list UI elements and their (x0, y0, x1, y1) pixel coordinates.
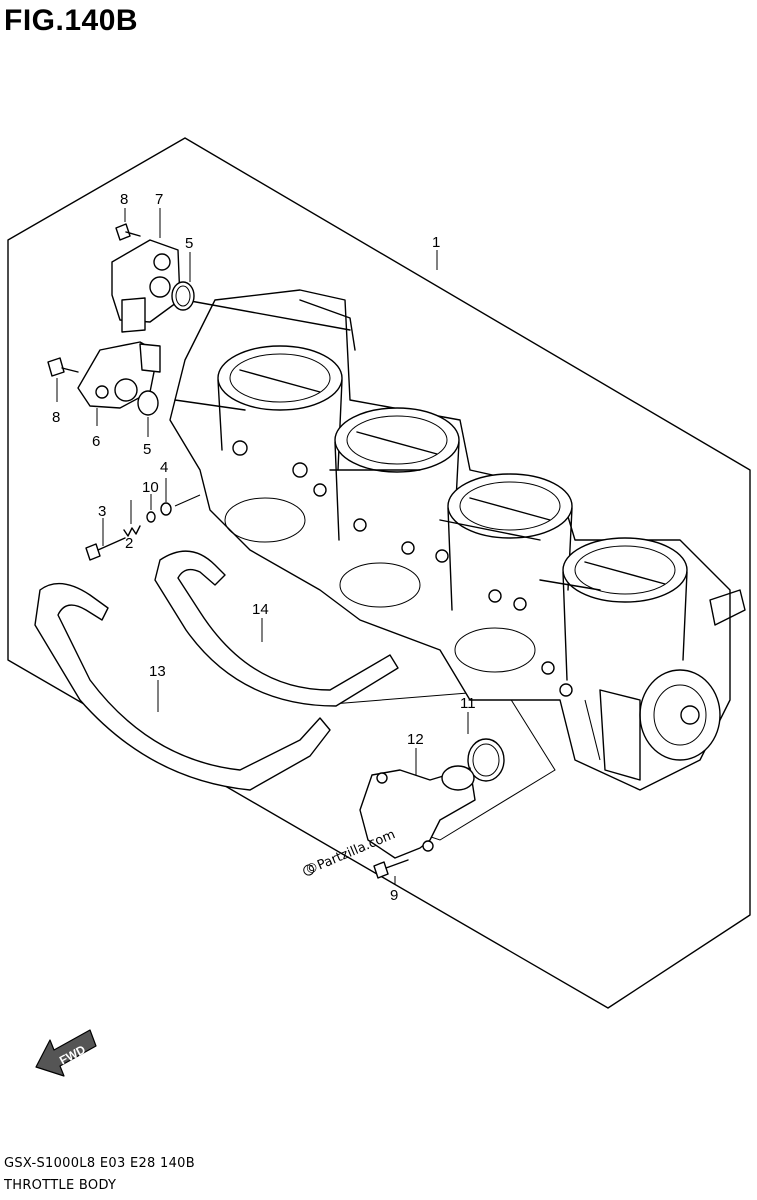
part-14-hose (154, 550, 399, 707)
part-3-screw (85, 537, 126, 561)
part-6-sensor (77, 341, 161, 409)
callout-4: 4 (160, 459, 168, 476)
assembly-frame (7, 137, 751, 1009)
throttle-body (169, 289, 746, 791)
callout-3: 3 (98, 503, 106, 520)
callout-12: 12 (407, 731, 424, 748)
part-8-bolt-upper (115, 223, 141, 241)
callout-5-lower: 5 (143, 441, 151, 458)
callout-8-lower: 8 (52, 409, 60, 426)
callout-8-upper: 8 (120, 191, 128, 208)
figure-title: FIG.140B (4, 4, 139, 37)
bore-3 (447, 473, 573, 611)
part-12-idle-valve (359, 765, 476, 859)
copyright-icon (303, 864, 315, 876)
watermark-symbol: © (303, 860, 321, 879)
part-4-washer (160, 502, 172, 516)
callout-11: 11 (460, 695, 476, 712)
callout-7: 7 (155, 191, 163, 208)
callout-6: 6 (92, 433, 100, 450)
callout-2: 2 (125, 535, 133, 552)
part-10-washer (146, 511, 156, 523)
part-11-o-ring (467, 738, 505, 782)
callout-10: 10 (142, 479, 159, 496)
part-5-o-ring-lower (137, 390, 159, 416)
fwd-arrow-icon: FWD (35, 1029, 97, 1077)
bore-2 (334, 407, 460, 541)
callout-13: 13 (149, 663, 166, 680)
part-7-sensor (111, 239, 181, 333)
callout-14: 14 (252, 601, 269, 618)
callout-9: 9 (390, 887, 398, 904)
callout-1: 1 (432, 234, 440, 251)
leader-lines (56, 208, 469, 884)
part-8-bolt-lower (47, 357, 79, 377)
bore-1 (217, 345, 343, 471)
part-13-hose (34, 582, 331, 791)
callout-5-upper: 5 (185, 235, 193, 252)
part-9-screw (373, 859, 409, 879)
part-2-spring (123, 525, 141, 537)
bore-4 (562, 537, 688, 681)
model-code: GSX-S1000L8 E03 E28 140B (4, 1156, 195, 1171)
section-name: THROTTLE BODY (4, 1178, 117, 1193)
